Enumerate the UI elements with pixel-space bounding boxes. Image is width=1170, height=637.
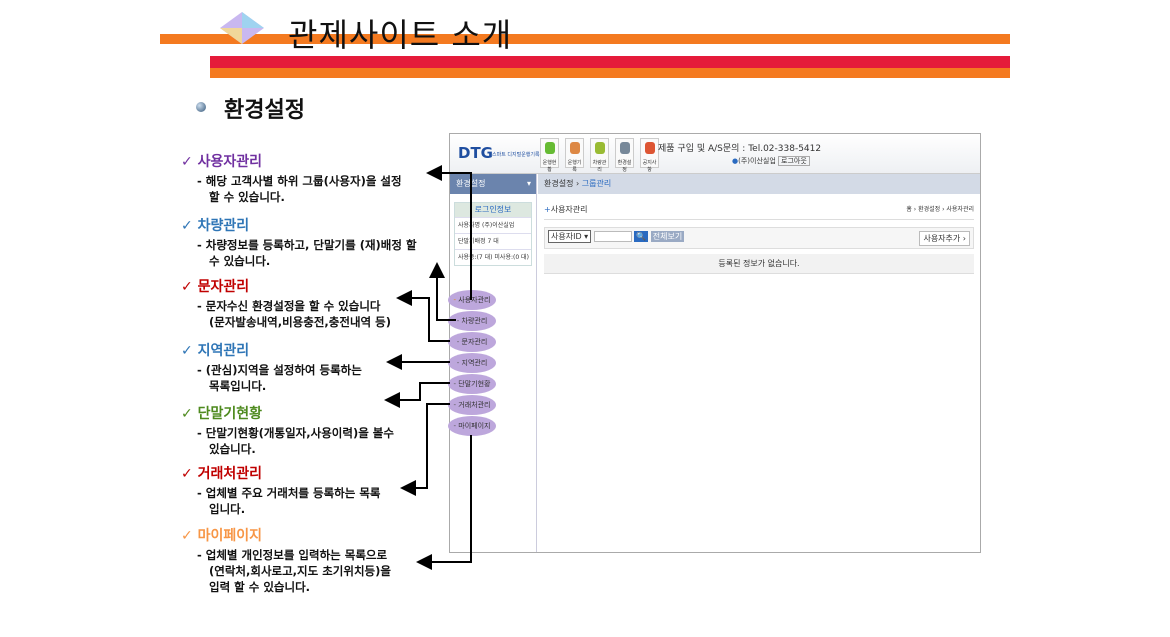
path: 홈 › 환경설정 › 사용자관리 — [906, 206, 974, 213]
sidebar-menu-item[interactable]: - 문자관리 — [448, 332, 496, 352]
feature-desc: 입력 할 수 있습니다. — [209, 580, 311, 594]
check-icon: ✓ — [181, 343, 193, 359]
feature-item: ✓ 마이페이지 - 업체별 개인정보를 입력하는 목록으로 (연락처,회사로고,지… — [181, 525, 391, 595]
feature-desc: - (관심)지역을 설정하여 등록하는 — [197, 363, 362, 377]
feature-title: ✓ 지역관리 — [181, 343, 250, 359]
feature-desc: (연락처,회사로고,지도 초기위치등)을 — [209, 564, 391, 578]
search-input[interactable] — [593, 231, 632, 242]
check-icon: ✓ — [181, 466, 193, 482]
sidebar-menu-item[interactable]: - 단말기현황 — [448, 374, 496, 394]
app-screenshot: DTG 스마트 디지털운행기록계 운행현황 운행기록 차량관리 환경설정 공지사항 제품… — [448, 133, 981, 553]
feature-desc: 입니다. — [209, 502, 246, 516]
toolbar-button[interactable]: 운행기록 — [565, 138, 584, 173]
sidebar-menu-item[interactable]: - 마이페이지 — [448, 416, 496, 436]
feature-item: ✓ 문자관리 - 문자수신 환경설정을 할 수 있습니다 (문자발송내역,비용충전… — [181, 276, 391, 330]
view-all-button[interactable]: 전체보기 — [650, 231, 685, 242]
toolbar-button[interactable]: 차량관리 — [590, 138, 609, 173]
feature-title: ✓ 차량관리 — [181, 218, 250, 234]
sidebar-title: 환경설정▾ — [450, 174, 536, 194]
feature-title: ✓ 사용자관리 — [181, 154, 263, 170]
feature-title: ✓ 거래처관리 — [181, 466, 263, 482]
feature-desc: - 해당 고객사별 하위 그룹(사용자)을 설정 — [197, 174, 402, 188]
header-stripe-orange — [210, 68, 1010, 78]
feature-title: ✓ 문자관리 — [181, 279, 250, 295]
section-title: 환경설정 — [224, 98, 305, 123]
stripe-gap — [160, 44, 210, 78]
section-heading: 사용자관리 — [550, 205, 588, 214]
arrow-terminal — [384, 382, 450, 408]
check-icon: ✓ — [181, 154, 193, 170]
cube-icon — [220, 12, 264, 44]
feature-desc: - 업체별 주요 거래처를 등록하는 목록 — [197, 486, 381, 500]
page-title: 관제사이트 소개 — [288, 16, 513, 54]
feature-desc: 목록입니다. — [209, 379, 267, 393]
header-stripe — [160, 34, 1010, 44]
check-icon: ✓ — [181, 279, 193, 295]
feature-desc: 할 수 있습니다. — [209, 190, 285, 204]
sidebar-menu-item[interactable]: - 지역관리 — [448, 353, 496, 373]
logo-sub: 스마트 디지털운행기록계 — [492, 152, 545, 158]
logo: DTG — [458, 144, 493, 162]
search-button[interactable]: 🔍 — [634, 231, 649, 242]
feature-desc: (문자발송내역,비용충전,충전내역 등) — [209, 315, 391, 329]
company-name: (주)이산실업 — [738, 157, 776, 165]
feature-desc: - 차량정보를 등록하고, 단말기를 (재)배정 할 — [197, 238, 417, 252]
toolbar-icon — [595, 142, 605, 154]
toolbar-icon — [620, 142, 630, 154]
toolbar-icon — [545, 142, 555, 154]
check-icon: ✓ — [181, 528, 193, 544]
contact-info: 제품 구입 및 A/S문의 : Tel.02-338-5412 — [658, 144, 822, 154]
toolbar-icon — [570, 142, 580, 154]
feature-desc: - 문자수신 환경설정을 할 수 있습니다 — [197, 299, 381, 313]
sidebar-menu-item[interactable]: - 거래처관리 — [448, 395, 496, 415]
login-info-row: 사용자명 (주)이산실업 — [455, 217, 531, 233]
check-icon: ✓ — [181, 406, 193, 422]
header-stripe-red — [210, 56, 1010, 68]
toolbar-icon — [645, 142, 655, 154]
feature-title: ✓ 마이페이지 — [181, 528, 263, 544]
login-info-row: 사용중:(7 대) 미사용:(0 대) — [455, 249, 531, 265]
feature-desc: 있습니다. — [209, 442, 256, 456]
logout-button[interactable]: 로그아웃 — [778, 156, 810, 166]
app-header: DTG 스마트 디지털운행기록계 운행현황 운행기록 차량관리 환경설정 공지사항 제품… — [450, 134, 980, 174]
company-icon: ● — [732, 157, 739, 165]
login-info-title: 로그인정보 — [455, 203, 531, 217]
toolbar-button[interactable]: 환경설정 — [615, 138, 634, 173]
bullet-icon — [196, 102, 206, 112]
feature-desc: 수 있습니다. — [209, 254, 271, 268]
feature-desc: - 업체별 개인정보를 입력하는 목록으로 — [197, 548, 388, 562]
search-field-select[interactable]: 사용자ID ▾ — [548, 230, 592, 243]
toolbar-button[interactable]: 운행현황 — [540, 138, 559, 173]
sidebar-menu-item[interactable]: - 차량관리 — [448, 311, 496, 331]
empty-message: 등록된 정보가 없습니다. — [544, 254, 974, 274]
breadcrumb: 환경설정 › 그룹관리 — [538, 174, 980, 194]
toolbar-button[interactable]: 공지사항 — [640, 138, 659, 173]
feature-desc: - 단말기현황(개통일자,사용이력)을 볼수 — [197, 426, 394, 440]
sidebar-menu-item[interactable]: - 사용자관리 — [448, 290, 496, 310]
login-info-row: 단말기배정 7 대 — [455, 233, 531, 249]
add-user-button[interactable]: 사용자추가 › — [919, 231, 970, 246]
feature-title: ✓ 단말기현황 — [181, 406, 263, 422]
arrow-client — [400, 403, 450, 496]
arrow-sms — [396, 290, 450, 342]
check-icon: ✓ — [181, 218, 193, 234]
